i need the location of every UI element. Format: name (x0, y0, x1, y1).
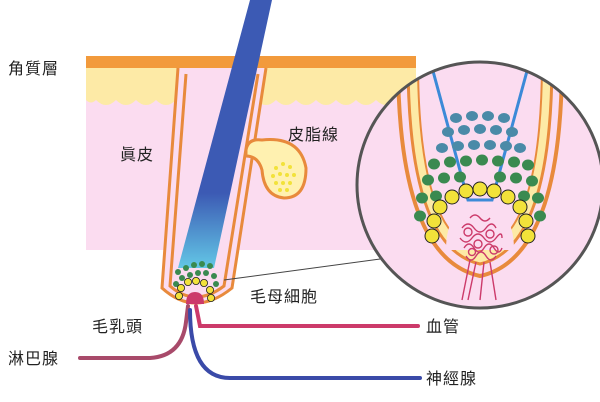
label-blood-vessel: 血管 (426, 317, 461, 336)
zoom-inset (355, 60, 600, 310)
blood-vessel-line (194, 304, 420, 328)
sebaceous-gland (244, 138, 308, 200)
lymph-line (78, 304, 190, 360)
label-lymph-gland: 淋巴腺 (8, 349, 60, 368)
hair-shaft (178, 0, 272, 268)
label-sebaceous-gland: 皮脂線 (288, 125, 340, 144)
label-nerve-gland: 神經腺 (426, 369, 478, 388)
label-stratum-corneum: 角質層 (8, 59, 60, 78)
hair-bulb (173, 261, 219, 304)
nerve-line (188, 308, 422, 380)
label-dermis: 眞皮 (120, 145, 155, 164)
vessels (78, 304, 422, 380)
zoom-connector (223, 257, 389, 281)
label-dermal-papilla: 毛乳頭 (92, 317, 144, 336)
label-hair-matrix-cells: 毛母細胞 (250, 287, 319, 306)
dermal-papilla-shape (186, 292, 204, 304)
